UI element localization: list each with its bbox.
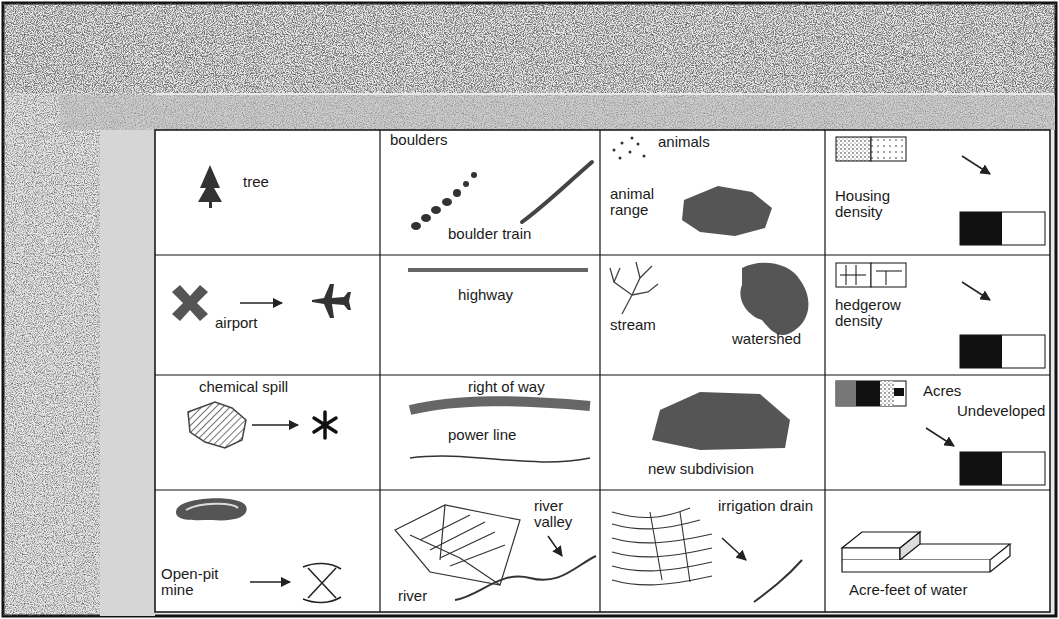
arrow [548,536,562,556]
acres-bar [960,452,1045,485]
page-frame [3,3,1056,616]
arrow [926,428,954,446]
cell-label: Acres [923,383,961,399]
table-cell: river valley river [380,490,600,612]
cell-label: irrigation drain [718,498,813,514]
cell-label: Open-pit mine [161,566,231,598]
arrow [962,156,990,174]
arrow [962,282,990,300]
cell-label: hedgerow density [835,297,935,329]
pick-axes-symbol [303,563,341,602]
grid-lines [155,130,1050,612]
acres-sample-fill [856,381,880,406]
cell-label: Undeveloped [957,403,1045,419]
cell-label: stream [610,317,656,333]
cell-label: new subdivision [648,461,754,477]
cell-label: tree [243,174,269,190]
cell-label: Acre-feet of water [849,582,967,598]
cell-label: power line [448,427,516,443]
cell-label: chemical spill [199,379,288,395]
table-cell: stream watershed [600,255,825,375]
header-row [60,95,1055,130]
acres-sample [836,381,906,406]
density-bar [960,212,1045,245]
power-line [410,456,590,462]
table-cell: AcresUndeveloped [825,375,1050,490]
table-cell: Housing density [825,130,1050,255]
table-cell: airport [155,255,380,375]
table-ground [155,130,1050,612]
side-strip [100,130,155,616]
acres-sample-fill [894,388,904,396]
cell-label: watershed [732,331,801,347]
acres-bar-fill [960,452,1002,485]
cell-label: boulder train [448,226,531,242]
density-sample [871,137,906,161]
density-sample [836,137,871,161]
spill-area [188,402,246,448]
river-line [455,556,596,600]
cell-label: river [398,588,427,604]
boulders-symbol [411,172,477,230]
river-valley-symbol [395,505,520,585]
x-mark [172,285,208,321]
table-cell: new subdivision [600,375,825,490]
table-cell: tree [155,130,380,255]
cell-label: Housing density [835,188,935,220]
stream-symbol [610,262,658,314]
density-bar-fill [960,335,1002,368]
table-cell: animals animal range [600,130,825,255]
cell-label: animals [658,134,710,150]
acres-sample-fill [880,381,894,406]
density-bar-fill [960,212,1002,245]
acres-sample-fill [836,381,856,406]
arrow [250,581,290,583]
cell-label: airport [215,315,258,331]
header-row-texture [60,95,1055,130]
irrigation-drain-symbol [612,508,712,585]
table-cell: boulders boulder train [380,130,600,255]
table-cell: irrigation drain [600,490,825,612]
animals-symbol [613,137,646,160]
tree-symbol [198,165,222,208]
table-cell: Open-pit mine [155,490,380,612]
title-band-texture [3,3,1056,93]
cell-label: river valley [534,498,598,530]
table-cell: Acre-feet of water [825,490,1050,612]
table-cell: highway [380,255,600,375]
drain-line [754,560,802,602]
table-cell: chemical spill [155,375,380,490]
right-of-way-band [410,401,590,410]
cell-label: highway [458,287,513,303]
open-pit-rim [186,504,238,510]
airplane-symbol [312,284,351,318]
table-cell: right of way power line [380,375,600,490]
arrow [240,302,282,304]
water-slab-symbol [842,532,1010,572]
open-pit-symbol [176,498,247,520]
cell-label: boulders [390,132,448,148]
asterisk-symbol [314,412,336,438]
subdivision-area [652,392,790,450]
arrow [252,424,298,426]
watershed-area [740,263,808,335]
boulder-train-line [522,162,592,222]
cell-label: right of way [468,379,545,395]
side-strip-texture [3,93,155,616]
highway-line [408,268,588,272]
arrow [722,538,746,560]
hedgerow-sample [836,263,906,287]
title-band-texture [3,3,1056,93]
cell-label: animal range [610,186,680,218]
table-cell: hedgerow density [825,255,1050,375]
animal-range-area [682,186,772,236]
density-bar [960,335,1045,368]
